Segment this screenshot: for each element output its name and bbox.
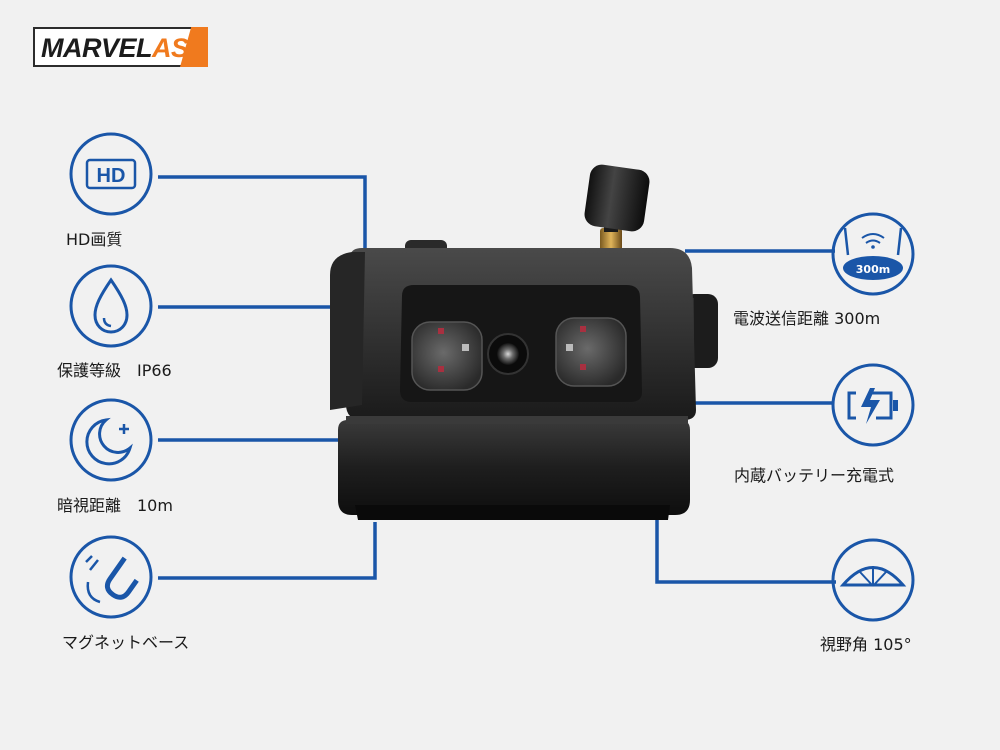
antenna-brass-base (600, 228, 622, 254)
logo-text: MARVELAS (41, 33, 189, 63)
head-left-cap (330, 252, 365, 410)
connector-magnet (158, 522, 377, 580)
base-top-edge (346, 416, 688, 424)
brand-logo: MARVELAS (33, 27, 208, 67)
connector-angle (655, 518, 836, 584)
feature-icon-battery (831, 363, 915, 447)
ir-led-left (411, 321, 483, 391)
connector-hd (158, 175, 367, 255)
label-magnet: マグネットベース (62, 633, 190, 652)
ir-emitters (438, 326, 586, 372)
antenna-cap (584, 164, 650, 232)
label-ip66: 保護等級 IP66 (57, 361, 172, 380)
label-hd: HD画質 (66, 230, 123, 249)
label-viewing-angle: 視野角 105° (820, 635, 912, 654)
feature-icon-viewing-angle (831, 538, 915, 622)
feature-icon-wifi-router: 300m (831, 212, 915, 296)
label-range: 電波送信距離 300m (733, 309, 881, 328)
hd-icon-text: HD (97, 165, 126, 187)
base-bottom-strip (355, 505, 670, 520)
connector-lines (158, 175, 836, 584)
camera-base (338, 420, 690, 515)
camera-lens (497, 343, 519, 365)
label-nightvision: 暗視距離 10m (57, 496, 173, 515)
feature-icon-water (69, 264, 153, 348)
ir-led-right (555, 317, 627, 387)
light-sensors (462, 344, 573, 351)
feature-icon-magnet (69, 535, 153, 619)
feature-icon-hd: HD (69, 132, 153, 216)
camera-illustration (330, 164, 718, 520)
router-icon-text: 300m (856, 263, 890, 276)
label-battery: 内蔵バッテリー充電式 (734, 466, 895, 485)
feature-icon-moon (69, 398, 153, 482)
